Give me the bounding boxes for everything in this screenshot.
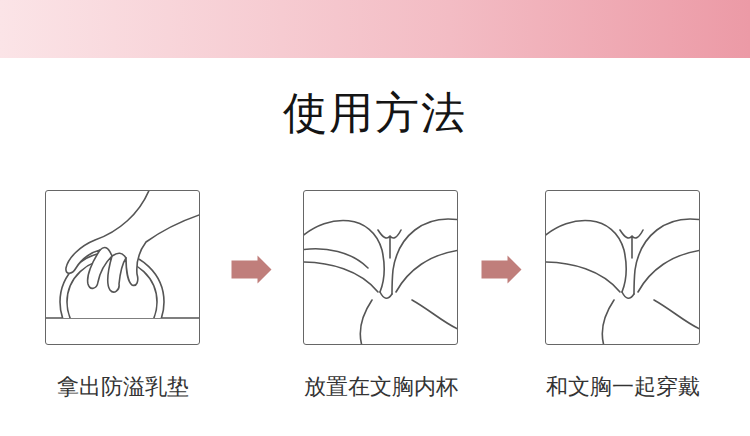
step-panel: 拿出防溢乳垫 [45, 190, 200, 345]
wearing-figure [546, 219, 699, 344]
step-caption: 拿出防溢乳垫 [6, 372, 239, 402]
step-arrow [482, 256, 522, 284]
step-arrow [232, 256, 272, 284]
title: 使用方法 [0, 84, 750, 143]
step-panel: 放置在文胸内杯 [303, 190, 458, 345]
header-band [0, 0, 750, 58]
step-caption: 放置在文胸内杯 [264, 372, 497, 402]
bra-insert-figure [304, 219, 457, 344]
step-caption: 和文胸一起穿戴 [506, 372, 739, 402]
step-panel: 和文胸一起穿戴 [545, 190, 700, 345]
pad-hand-figure [46, 191, 199, 344]
